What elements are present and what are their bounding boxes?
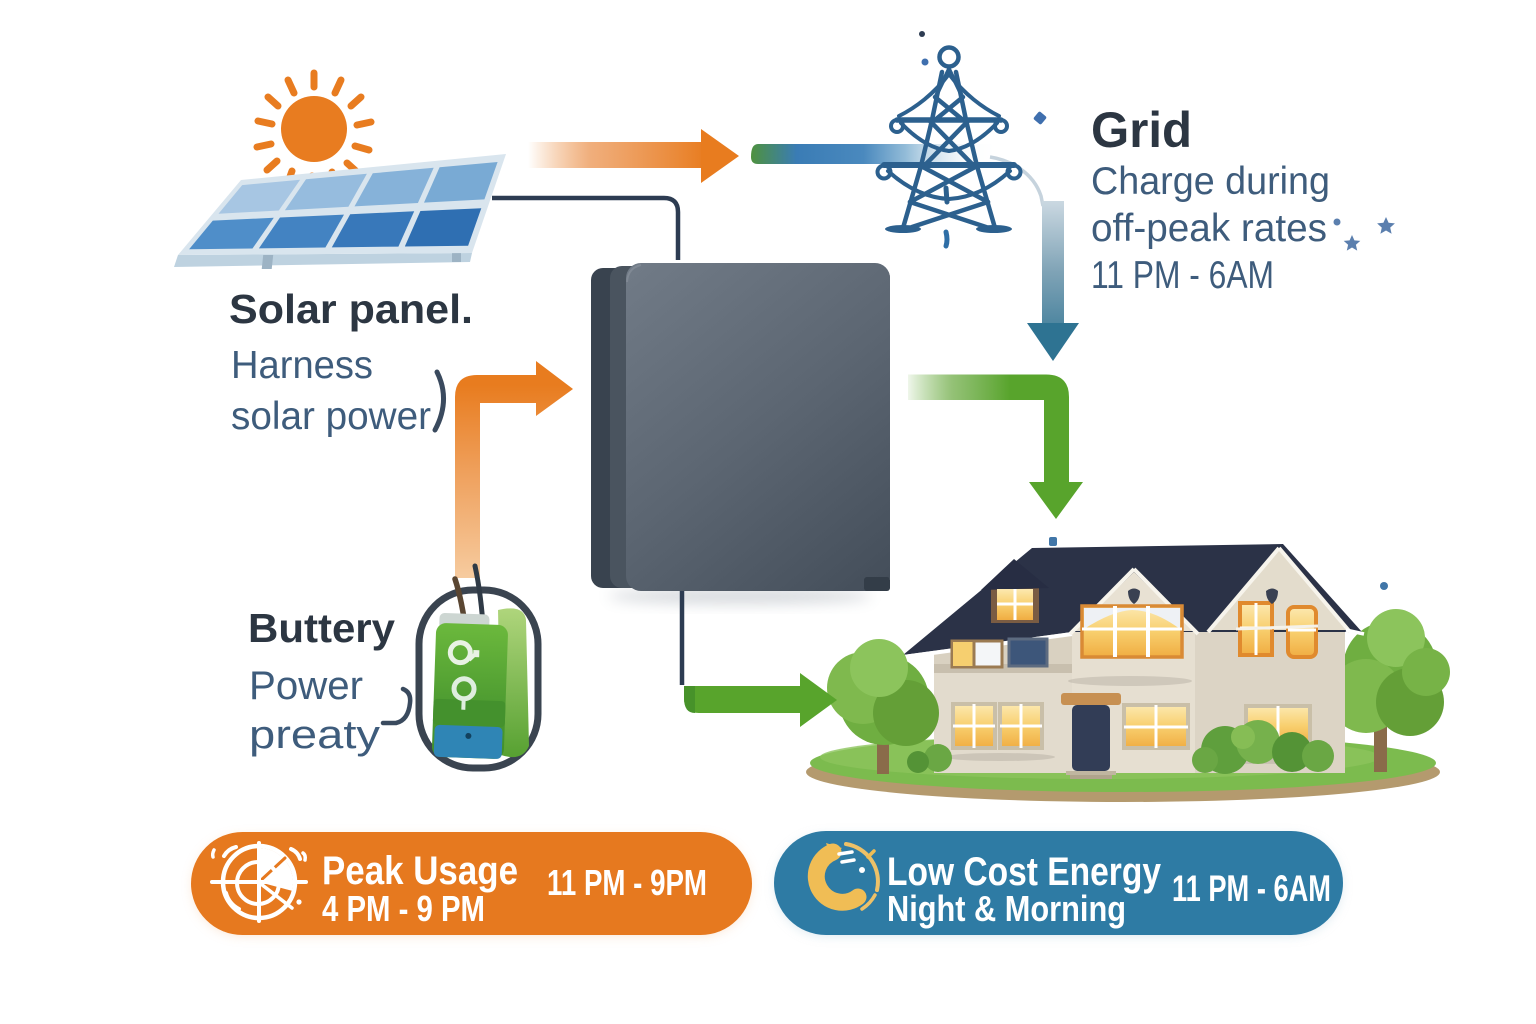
- svg-text:Night & Morning: Night & Morning: [887, 888, 1126, 929]
- svg-text:solar power: solar power: [231, 395, 431, 438]
- svg-text:11 PM - 6AM: 11 PM - 6AM: [1172, 868, 1331, 909]
- svg-text:11 PM - 9PM: 11 PM - 9PM: [547, 862, 707, 903]
- svg-text:11 PM - 6AM: 11 PM - 6AM: [1091, 254, 1274, 297]
- svg-text:Power: Power: [249, 664, 363, 708]
- svg-text:Peak Usage: Peak Usage: [322, 849, 518, 893]
- svg-text:Grid: Grid: [1091, 102, 1192, 158]
- svg-text:preaty: preaty: [249, 713, 380, 757]
- svg-text:Low Cost Energy: Low Cost Energy: [887, 850, 1162, 894]
- svg-text:Solar panel.: Solar panel.: [229, 286, 473, 332]
- svg-text:Harness: Harness: [231, 344, 373, 387]
- svg-text:Buttery: Buttery: [248, 605, 395, 651]
- svg-text:4 PM - 9 PM: 4 PM - 9 PM: [322, 888, 485, 929]
- svg-text:off-peak rates: off-peak rates: [1091, 207, 1327, 250]
- svg-text:Charge during: Charge during: [1091, 160, 1330, 203]
